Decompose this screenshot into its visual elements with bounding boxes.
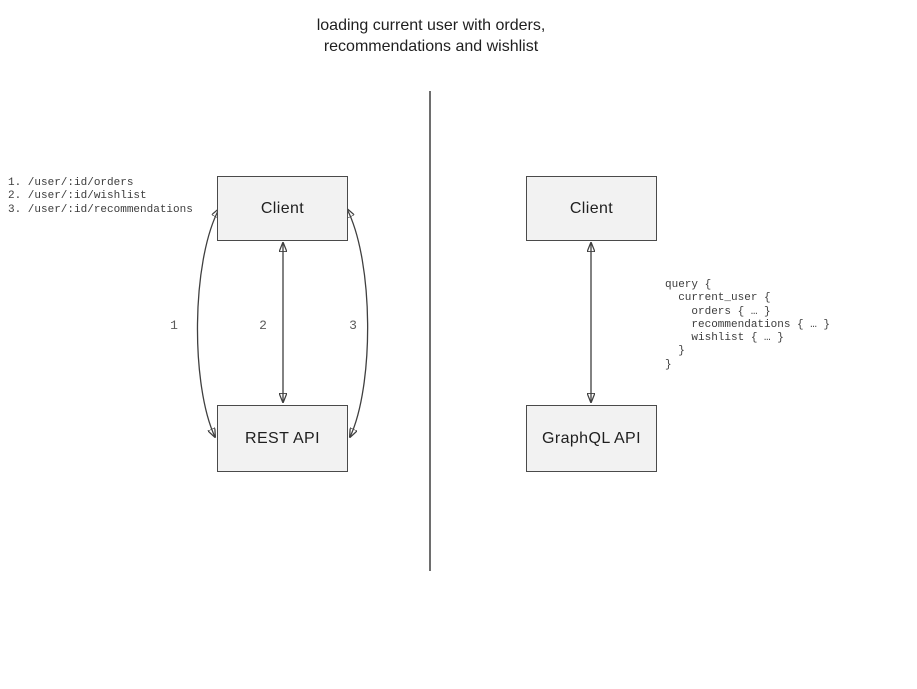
rest-arrow-1-curve — [196, 209, 219, 437]
query-line: recommendations { … } — [665, 318, 831, 331]
diagram-title-line2: recommendations and wishlist — [323, 38, 539, 55]
diagram-title-line1: loading current user with orders, — [316, 17, 546, 34]
rest-client-box: Client — [217, 176, 348, 241]
rest-arrow-label-1: 1 — [170, 318, 178, 333]
graphql-client-box: Client — [526, 176, 657, 241]
rest-api-box-label: REST API — [245, 429, 320, 447]
graphql-client-box-label: Client — [569, 199, 614, 217]
query-line: } — [665, 345, 685, 358]
rest-arrow-label-2: 2 — [259, 318, 267, 333]
divider-line — [429, 91, 431, 571]
query-line: } — [665, 358, 672, 371]
graphql-api-box-label: GraphQL API — [542, 429, 641, 447]
rest-client-box-label: Client — [260, 199, 305, 217]
diagram-title: loading current user with orders, recomm… — [0, 15, 862, 57]
query-line: wishlist { … } — [665, 332, 784, 345]
query-line: query { — [665, 279, 712, 291]
rest-endpoint-orders: 1. /user/:id/orders — [8, 177, 134, 189]
rest-api-box: REST API — [217, 405, 348, 472]
rest-arrow-label-3: 3 — [349, 318, 357, 333]
query-line: current_user { — [665, 292, 771, 305]
rest-endpoint-list: 1. /user/:id/orders 2. /user/:id/wishlis… — [8, 177, 193, 217]
query-line: orders { … } — [665, 305, 771, 318]
graphql-query-snippet: query { current_user { orders { … } reco… — [665, 279, 830, 372]
rest-endpoint-recommendations: 3. /user/:id/recommendations — [8, 203, 193, 216]
graphql-api-box: GraphQL API — [526, 405, 657, 472]
rest-endpoint-wishlist: 2. /user/:id/wishlist — [8, 190, 147, 203]
